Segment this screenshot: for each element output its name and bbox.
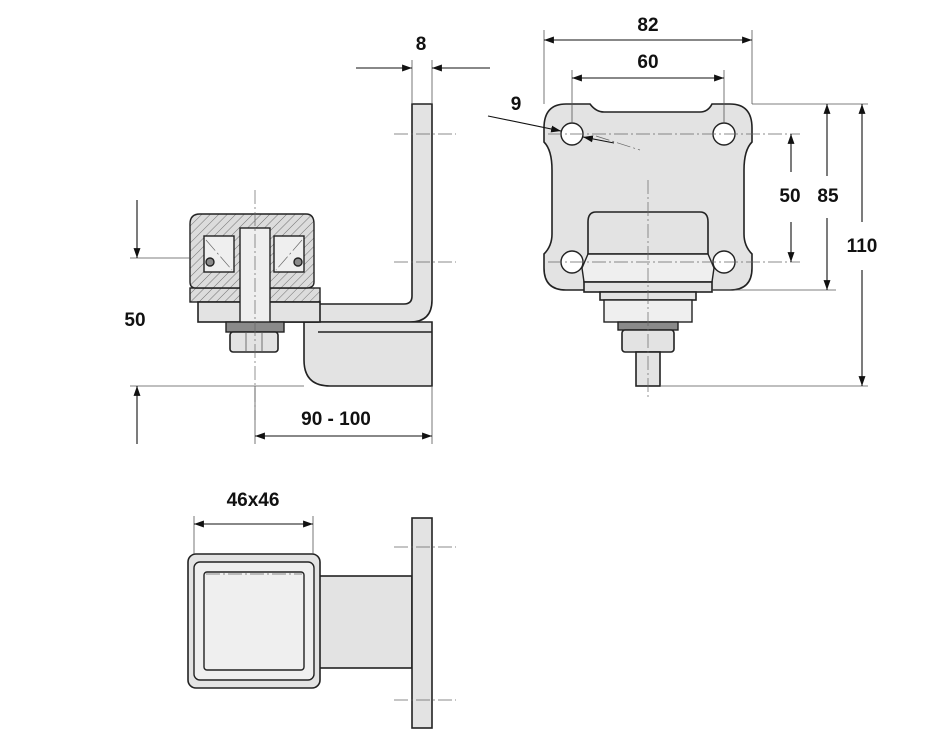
dim-reach: 90 - 100 [301, 409, 371, 430]
dim-hole-spacing-vertical: 50 [779, 186, 800, 207]
bracket-plate [317, 103, 433, 323]
dim-side-height: 50 [124, 310, 145, 331]
front-view: 82 60 9 50 85 110 [487, 15, 878, 400]
bracket-arm [303, 321, 433, 387]
side-section-view: 8 50 90 - 100 [124, 34, 490, 444]
dim-tube-size: 46x46 [227, 490, 280, 511]
hinge-nut [229, 331, 279, 353]
dim-hole-spacing-horizontal: 60 [637, 52, 658, 73]
dim-plate-thickness: 8 [416, 34, 427, 55]
tube-arm [317, 575, 413, 669]
dim-plate-height: 85 [817, 186, 839, 207]
dim-plate-width: 82 [637, 15, 658, 36]
dim-hole-diameter: 9 [511, 94, 522, 115]
wall-plate-top [411, 517, 433, 729]
bearing-right [273, 235, 305, 273]
top-view: 46x46 [187, 490, 456, 729]
dim-total-height: 110 [847, 236, 878, 257]
